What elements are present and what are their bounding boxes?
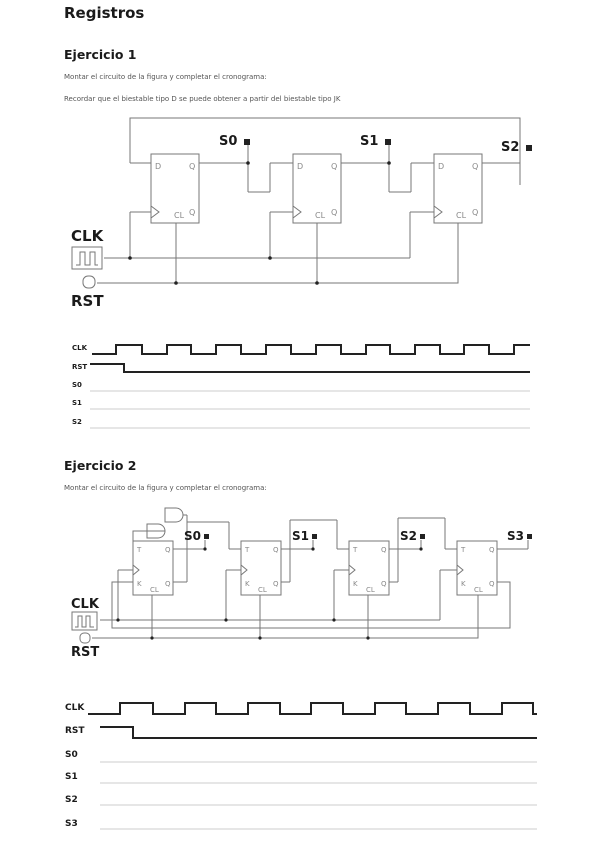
svg-text:T: T — [460, 546, 466, 554]
ex1-timing-s1: S1 — [72, 399, 82, 407]
ex2-instruction: Montar el circuito de la figura y comple… — [64, 484, 267, 492]
ex2-output-s1: S1 — [292, 529, 309, 543]
svg-text:D: D — [297, 162, 303, 171]
ex1-heading: Ejercicio 1 — [64, 47, 137, 62]
svg-text:D: D — [438, 162, 444, 171]
svg-text:D: D — [155, 162, 161, 171]
ex2-timing-s0: S0 — [65, 750, 78, 760]
svg-text:CL: CL — [174, 211, 185, 220]
svg-text:Q: Q — [165, 580, 171, 588]
ex1-rst-label: RST — [71, 292, 104, 310]
ex2-clk-wave — [88, 702, 537, 715]
svg-text:CL: CL — [474, 586, 483, 594]
page-title: Registros — [64, 4, 145, 22]
ex1-timing-s2: S2 — [72, 418, 82, 426]
svg-text:Q: Q — [273, 546, 279, 554]
svg-text:Q: Q — [472, 208, 478, 217]
ex1-clk-wave — [92, 344, 530, 355]
ex2-rst-label: RST — [71, 645, 100, 660]
ex1-output-s0: S0 — [219, 134, 238, 149]
svg-text:Q: Q — [331, 162, 337, 171]
svg-text:Q: Q — [489, 546, 495, 554]
ex1-output-s1: S1 — [360, 134, 379, 149]
svg-text:Q: Q — [331, 208, 337, 217]
ex2-timing-s3: S3 — [65, 819, 78, 829]
ex2-heading: Ejercicio 2 — [64, 458, 137, 473]
svg-text:CL: CL — [456, 211, 467, 220]
ex2-rst-wave — [100, 726, 537, 739]
ex1-clk-label: CLK — [71, 227, 104, 245]
ex2-timing-clk: CLK — [65, 703, 85, 713]
ex2-timing-s1: S1 — [65, 772, 78, 782]
ex1-instruction: Montar el circuito de la figura y comple… — [64, 73, 267, 81]
svg-text:T: T — [244, 546, 250, 554]
ex1-timing-s0: S0 — [72, 381, 82, 389]
svg-text:Q: Q — [381, 580, 387, 588]
ex2-and-gate-2 — [164, 507, 184, 523]
svg-text:CL: CL — [150, 586, 159, 594]
ex1-timing-clk: CLK — [72, 344, 88, 352]
svg-text:T: T — [352, 546, 358, 554]
svg-text:Q: Q — [489, 580, 495, 588]
svg-text:CL: CL — [258, 586, 267, 594]
svg-text:K: K — [461, 580, 466, 588]
svg-text:K: K — [137, 580, 142, 588]
ex1-ff-0 — [150, 153, 200, 224]
ex1-output-s2: S2 — [501, 140, 520, 155]
svg-text:Q: Q — [472, 162, 478, 171]
ex1-note: Recordar que el biestable tipo D se pued… — [64, 95, 341, 103]
svg-text:CL: CL — [315, 211, 326, 220]
svg-text:Q: Q — [273, 580, 279, 588]
ex2-output-s2: S2 — [400, 529, 417, 543]
svg-text:Q: Q — [381, 546, 387, 554]
svg-text:K: K — [245, 580, 250, 588]
svg-text:Q: Q — [165, 546, 171, 554]
svg-text:K: K — [353, 580, 358, 588]
svg-text:Q: Q — [189, 208, 195, 217]
svg-text:Q: Q — [189, 162, 195, 171]
ex2-clk-label: CLK — [71, 597, 99, 612]
ex2-output-s0: S0 — [184, 529, 201, 543]
ex2-output-s3: S3 — [507, 529, 524, 543]
ex2-timing-rst: RST — [65, 726, 85, 736]
svg-text:T: T — [136, 546, 142, 554]
ex2-timing-s2: S2 — [65, 795, 78, 805]
ex1-rst-wave — [90, 363, 530, 373]
ex1-timing-rst: RST — [72, 363, 88, 371]
svg-text:CL: CL — [366, 586, 375, 594]
ex2-and-gate-1 — [146, 523, 166, 539]
